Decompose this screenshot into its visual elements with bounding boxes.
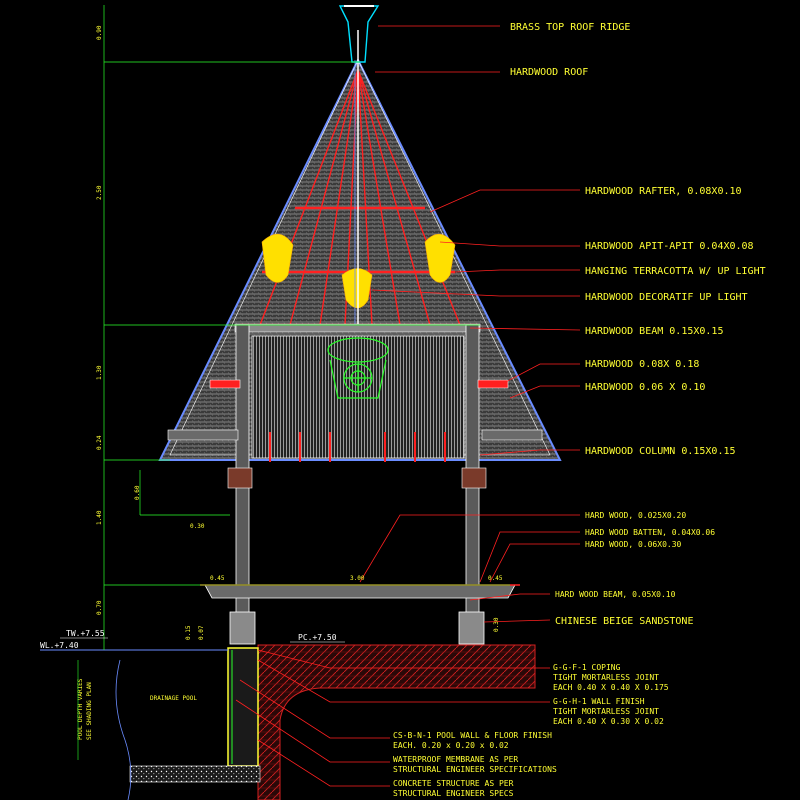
- level-wl: WL.+7.40: [40, 641, 79, 650]
- note-coping-1: G-G-F-1 COPING: [553, 663, 621, 672]
- column-brackets: [227, 467, 487, 489]
- note-waterproof-1: WATERPROOF MEMBRANE AS PER: [393, 755, 518, 764]
- label-brass-top-roof-ridge: BRASS TOP ROOF RIDGE: [510, 22, 630, 33]
- dim-deck-left: 0.45: [210, 575, 225, 582]
- dim-sandstone: 0.30: [493, 617, 500, 632]
- dim-coping: 0.15: [185, 625, 192, 640]
- leader-lines: [235, 25, 581, 787]
- note-see-shading-plan: SEE SHADING PLAN: [86, 682, 93, 740]
- dim-deck-center: 3.00: [350, 575, 365, 582]
- pool-floor: [129, 765, 261, 783]
- dim-bracket-height: 0.60: [134, 485, 141, 500]
- center-post: [354, 30, 359, 330]
- pool-wall: [227, 647, 259, 767]
- label-hardwood-apit-apit: HARDWOOD APIT-APIT 0.04X0.08: [585, 241, 754, 252]
- note-coping-2: TIGHT MORTARLESS JOINT: [553, 673, 659, 682]
- label-decoratif-up-light: HARDWOOD DECORATIF UP LIGHT: [585, 292, 748, 303]
- water-level-line: [40, 649, 228, 800]
- note-coping-3: EACH 0.40 X 0.40 X 0.175: [553, 683, 669, 692]
- note-wall-finish-2: TIGHT MORTARLESS JOINT: [553, 707, 659, 716]
- label-hardwood-beam: HARDWOOD BEAM 0.15X0.15: [585, 326, 723, 337]
- label-hanging-terracotta: HANGING TERRACOTTA W/ UP LIGHT: [585, 266, 766, 277]
- label-chinese-beige-sandstone: CHINESE BEIGE SANDSTONE: [555, 616, 693, 627]
- note-wall-finish-1: G-G-H-1 WALL FINISH: [553, 697, 645, 706]
- label-hard-wood-batten: HARD WOOD BATTEN, 0.04X0.06: [585, 528, 715, 537]
- level-markers: TW.+7.55 WL.+7.40 PC.+7.50: [40, 629, 345, 650]
- note-pool-depth: POOL DEPTH VARIES: [77, 678, 84, 740]
- dimension-texts: 0.90 2.50 1.30 0.24 1.40 0.70 0.60 0.30 …: [96, 25, 503, 640]
- level-pc: PC.+7.50: [298, 633, 337, 642]
- note-waterproof-2: STRUCTURAL ENGINEER SPECIFICATIONS: [393, 765, 557, 774]
- note-wall-finish-3: EACH 0.40 X 0.30 X 0.02: [553, 717, 664, 726]
- dim-eave: 0.24: [96, 435, 103, 450]
- note-pool-finish-2: EACH. 0.20 x 0.20 x 0.02: [393, 741, 509, 750]
- pool-notes: POOL DEPTH VARIES SEE SHADING PLAN DRAIN…: [77, 660, 197, 760]
- note-concrete-2: STRUCTURAL ENGINEER SPECS: [393, 789, 514, 798]
- hardwood-deck: [200, 584, 520, 599]
- note-pool-finish-1: CS-B-N-1 POOL WALL & FLOOR FINISH: [393, 731, 552, 740]
- brass-top-roof-ridge: [338, 5, 380, 63]
- sandstone-plinths: [229, 611, 485, 645]
- label-hardwood-rafter: HARDWOOD RAFTER, 0.08X0.10: [585, 186, 742, 197]
- ground-structure: [257, 644, 536, 800]
- label-hard-wood-006x030: HARD WOOD, 0.06X0.30: [585, 540, 682, 549]
- dim-bracket-width: 0.30: [190, 523, 205, 530]
- note-drainage-pool: DRAINAGE POOL: [150, 695, 197, 702]
- dim-top: 0.90: [96, 25, 103, 40]
- hardwood-rafters: [259, 69, 461, 326]
- dimension-lines: [103, 5, 510, 650]
- dim-wall: 1.30: [96, 365, 103, 380]
- label-hard-wood-beam: HARD WOOD BEAM, 0.05X0.10: [555, 590, 676, 599]
- hanging-terracotta-lights: [261, 233, 456, 309]
- label-hardwood-006x010: HARDWOOD 0.06 X 0.10: [585, 382, 705, 393]
- label-hard-wood-0025x020: HARD WOOD, 0.025X0.20: [585, 511, 686, 520]
- bottom-notes: G-G-F-1 COPING TIGHT MORTARLESS JOINT EA…: [393, 663, 669, 798]
- red-lintels: [269, 432, 446, 462]
- decorative-up-light: [327, 337, 389, 399]
- label-hardwood-column: HARDWOOD COLUMN 0.15X0.15: [585, 446, 736, 457]
- eave-brackets: [167, 379, 543, 441]
- dim-coping-2: 0.07: [198, 625, 205, 640]
- callout-labels: BRASS TOP ROOF RIDGE HARDWOOD ROOF HARDW…: [510, 22, 766, 627]
- wall-panel: [251, 335, 465, 459]
- label-hardwood-008x018: HARDWOOD 0.08X 0.18: [585, 359, 699, 370]
- level-tw: TW.+7.55: [66, 629, 105, 638]
- dim-plinth: 0.70: [96, 600, 103, 615]
- dim-open: 1.40: [96, 510, 103, 525]
- dim-roof: 2.50: [96, 185, 103, 200]
- label-hardwood-roof: HARDWOOD ROOF: [510, 67, 588, 78]
- dim-deck-right: 0.45: [488, 575, 503, 582]
- note-concrete-1: CONCRETE STRUCTURE AS PER: [393, 779, 514, 788]
